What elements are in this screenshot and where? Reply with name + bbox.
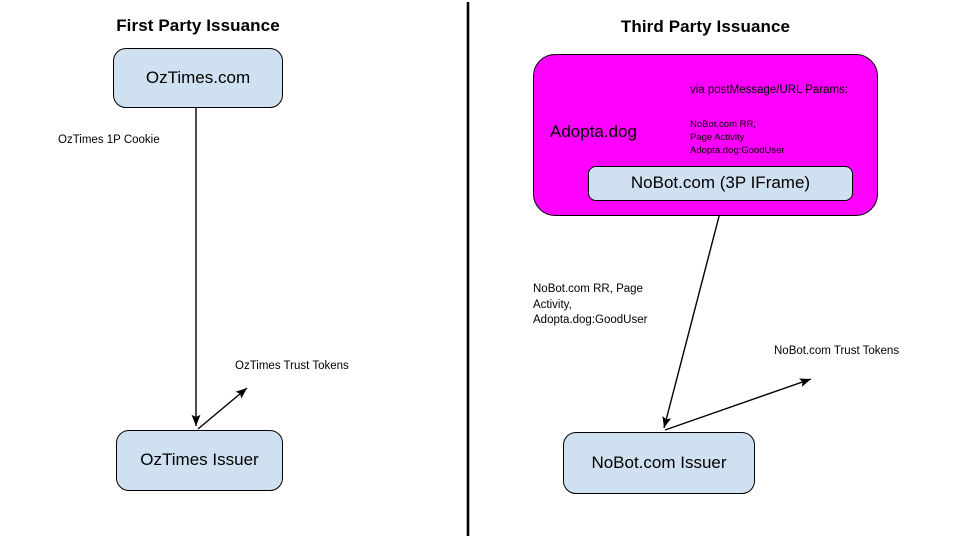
annotation-via-postmessage: via postMessage/URL Params: — [690, 84, 849, 96]
edge-label-oztimes-1p-cookie: OzTimes 1P Cookie — [58, 134, 160, 146]
node-oztimes-issuer[interactable]: OzTimes Issuer — [116, 430, 283, 491]
annotation-shared-params: NoBot.com RR, Page Activity Adopta.dog:G… — [690, 119, 785, 156]
node-oztimes-com[interactable]: OzTimes.com — [113, 48, 283, 108]
edge-iframe-to-issuer — [662, 200, 724, 429]
edge-label-nobot-trust-tokens: NoBot.com Trust Tokens — [774, 345, 900, 357]
node-nobot-3p-iframe[interactable]: NoBot.com (3P IFrame) — [588, 166, 853, 201]
node-label-adopta-dog: Adopta.dog — [550, 122, 637, 141]
edge-label-nobot-to-issuer: NoBot.com RR, Page Activity, Adopta.dog:… — [533, 283, 648, 327]
panel-title-first-party: First Party Issuance — [116, 16, 280, 35]
edge-label-oztimes-trust-tokens: OzTimes Trust Tokens — [235, 360, 349, 372]
edge-oztimes-trust-tokens — [197, 387, 248, 430]
edge-nobot-trust-tokens — [664, 378, 812, 431]
node-nobot-issuer[interactable]: NoBot.com Issuer — [563, 432, 755, 494]
panel-title-third-party: Third Party Issuance — [620, 17, 791, 36]
